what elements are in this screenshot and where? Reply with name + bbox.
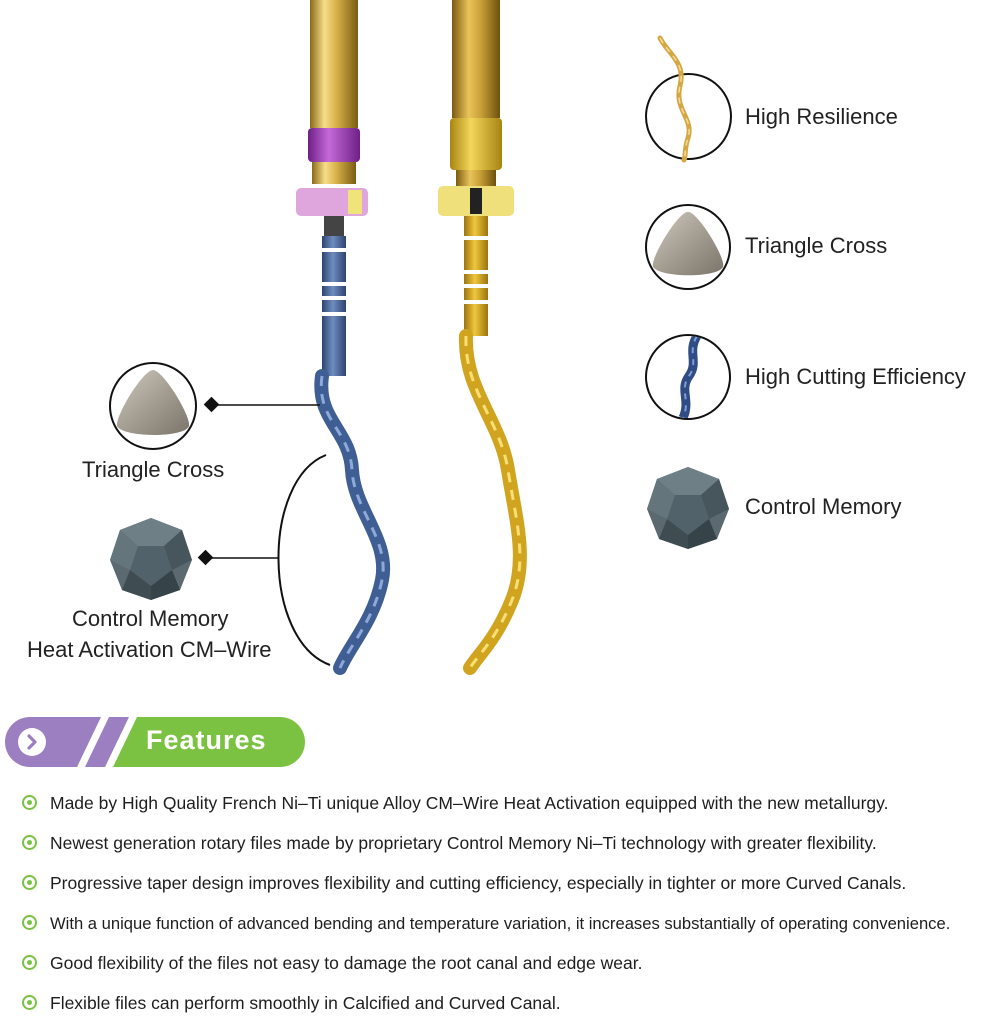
control-memory-badge: [645, 465, 731, 551]
blue-endo-file: [296, 0, 391, 675]
cm-wire-label-left: Heat Activation CM–Wire: [27, 637, 272, 662]
chevron-right-icon: [18, 728, 46, 756]
polyhedron-sphere-icon: [110, 518, 192, 600]
high-resilience-label: High Resilience: [745, 104, 898, 129]
left-callout-lines: [197, 396, 331, 666]
list-item: Progressive taper design improves flexib…: [22, 868, 950, 908]
high-cutting-efficiency-badge: [645, 334, 731, 420]
features-title: Features: [146, 725, 267, 755]
bullet-icon: [22, 795, 37, 810]
triangle-cross-badge-left: [109, 362, 197, 450]
control-memory-label: Control Memory: [745, 494, 902, 519]
list-item: Made by High Quality French Ni–Ti unique…: [22, 788, 950, 828]
control-memory-badge-left: [108, 516, 194, 602]
gold-endo-file: [438, 0, 527, 675]
feature-text: Flexible files can perform smoothly in C…: [50, 993, 561, 1013]
list-item: Newest generation rotary files made by p…: [22, 828, 950, 868]
high-cutting-efficiency-label: High Cutting Efficiency: [745, 364, 966, 389]
triangle-cross-section-icon: [652, 211, 724, 276]
feature-text: Made by High Quality French Ni–Ti unique…: [50, 793, 889, 813]
bullet-icon: [22, 915, 37, 930]
feature-text: Newest generation rotary files made by p…: [50, 833, 877, 853]
list-item: With a unique function of advanced bendi…: [22, 908, 950, 948]
list-item: Flexible files can perform smoothly in C…: [22, 988, 950, 1028]
feature-text: Good flexibility of the files not easy t…: [50, 953, 643, 973]
polyhedron-sphere-icon: [647, 467, 729, 549]
twisted-gold-wire-icon: [657, 35, 692, 163]
bullet-icon: [22, 995, 37, 1010]
triangle-cross-section-icon: [116, 370, 190, 435]
triangle-cross-badge: [645, 204, 731, 290]
triangle-cross-label: Triangle Cross: [745, 233, 888, 258]
bullet-icon: [22, 875, 37, 890]
feature-text: With a unique function of advanced bendi…: [50, 914, 951, 933]
bullet-icon: [22, 955, 37, 970]
file-illustration: [197, 0, 527, 675]
bullet-icon: [22, 835, 37, 850]
twisted-blue-wire-icon: [678, 336, 702, 418]
feature-text: Progressive taper design improves flexib…: [50, 873, 907, 893]
list-item: Good flexibility of the files not easy t…: [22, 948, 950, 988]
features-list: Made by High Quality French Ni–Ti unique…: [22, 788, 950, 1028]
control-memory-label-left: Control Memory: [72, 606, 229, 631]
features-banner: Features: [5, 717, 305, 767]
triangle-cross-label-left: Triangle Cross: [82, 457, 225, 482]
